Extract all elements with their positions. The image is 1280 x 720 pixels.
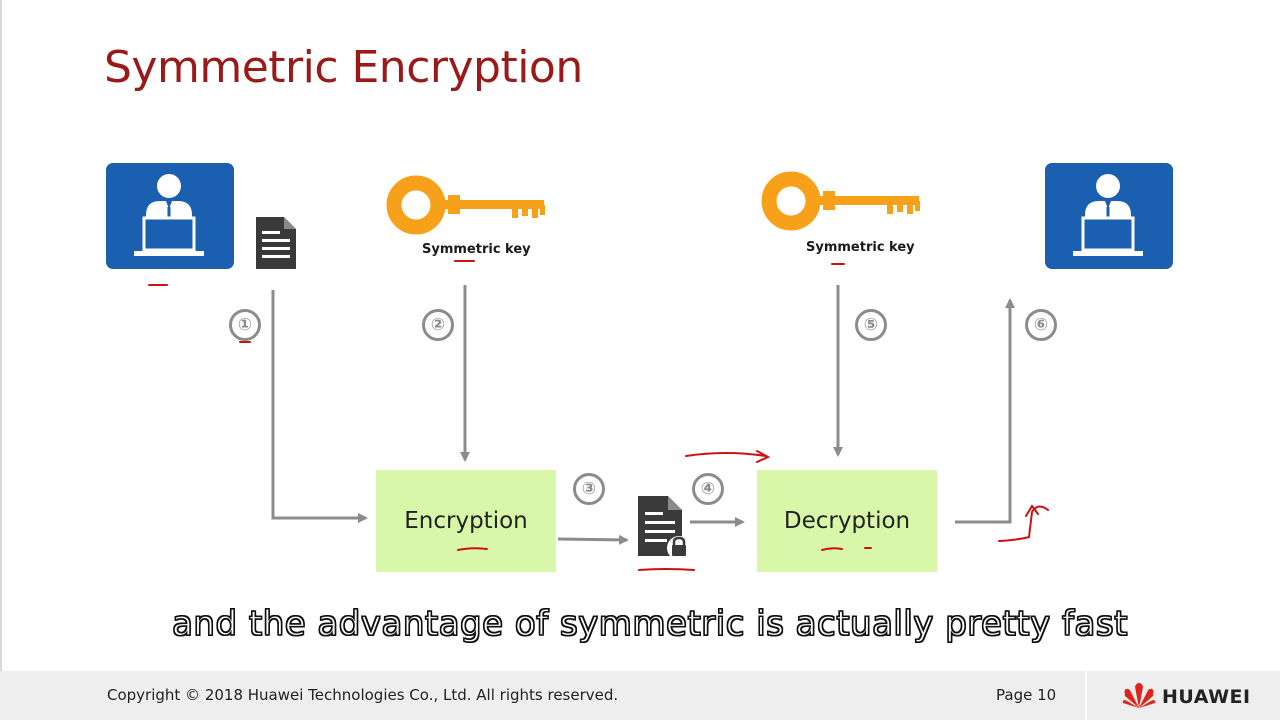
- receiver-user-icon: [1045, 163, 1173, 269]
- step-6-number: ⑥: [1025, 309, 1057, 341]
- huawei-logo-icon: [1120, 681, 1158, 713]
- step-1-number: ①: [229, 309, 261, 341]
- step-2-number: ②: [422, 309, 454, 341]
- copyright-text: Copyright © 2018 Huawei Technologies Co.…: [107, 686, 619, 704]
- symmetric-key-label-2: Symmetric key: [806, 240, 915, 255]
- decryption-label: Decryption: [783, 508, 911, 534]
- footer-divider: [1085, 671, 1087, 720]
- step-5-number: ⑤: [855, 309, 887, 341]
- sender-user-icon: [106, 163, 234, 269]
- plaintext-document-icon: [256, 217, 296, 273]
- symmetric-key-icon: [761, 171, 923, 235]
- step-3-number: ③: [573, 473, 605, 505]
- encryption-label: Encryption: [404, 508, 528, 534]
- encryption-box: Encryption: [376, 470, 556, 572]
- step-4-number: ④: [692, 473, 724, 505]
- ciphertext-document-icon: [638, 496, 692, 564]
- decryption-box: Decryption: [757, 470, 937, 572]
- page-number: Page 10: [996, 686, 1057, 704]
- symmetric-key-icon: [386, 175, 548, 239]
- symmetric-key-label-1: Symmetric key: [422, 242, 531, 257]
- slide-title: Symmetric Encryption: [104, 42, 583, 93]
- video-subtitle: and the advantage of symmetric is actual…: [171, 603, 1128, 644]
- footer-bar: [0, 671, 1280, 720]
- brand-name: HUAWEI: [1162, 686, 1251, 708]
